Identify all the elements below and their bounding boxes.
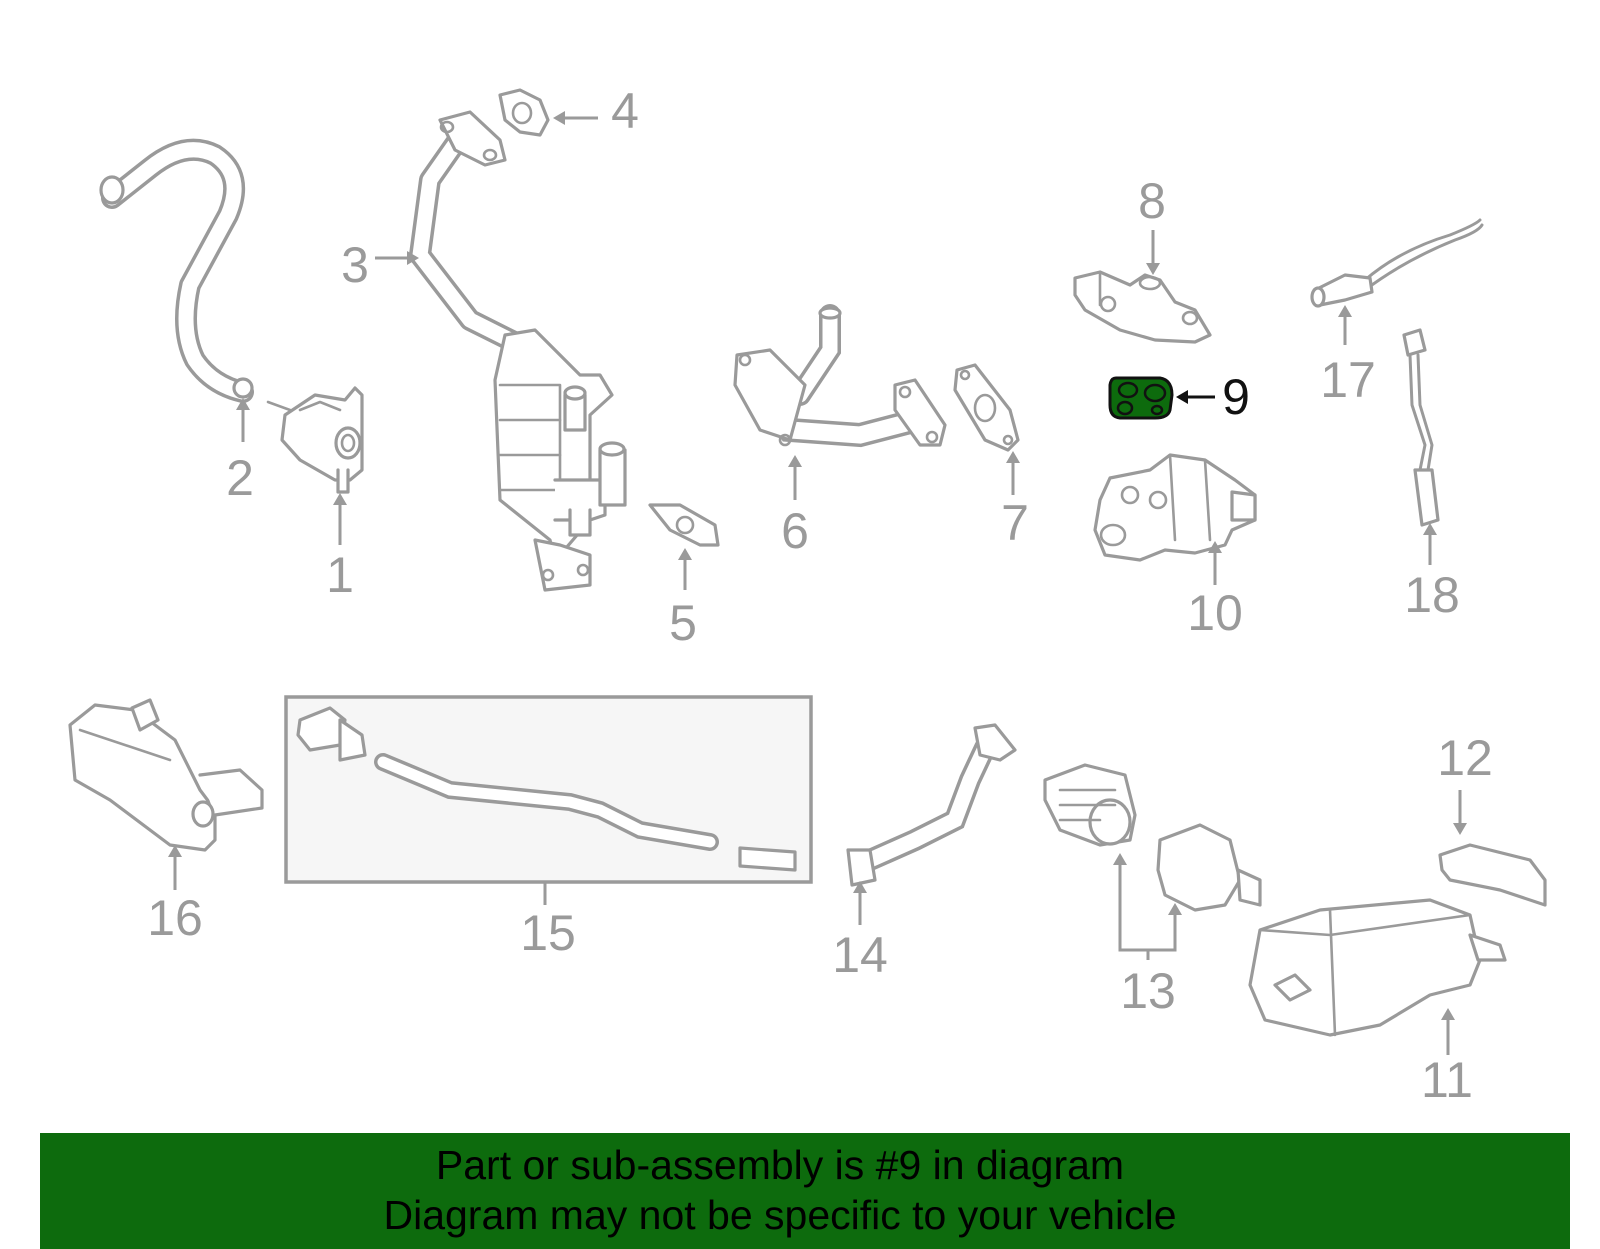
part-13-solenoids[interactable] bbox=[1043, 763, 1262, 912]
svg-text:14: 14 bbox=[832, 927, 888, 983]
part-8-bracket[interactable] bbox=[1073, 270, 1212, 344]
callout-5: 5 bbox=[669, 548, 697, 651]
callout-2: 2 bbox=[226, 398, 254, 506]
part-4-gasket[interactable] bbox=[498, 88, 550, 137]
part-15-hose-kit[interactable] bbox=[284, 695, 813, 884]
svg-text:10: 10 bbox=[1187, 585, 1243, 641]
part-6-pipe[interactable] bbox=[733, 304, 947, 448]
part-3-egr-cooler[interactable] bbox=[409, 110, 627, 592]
svg-text:9: 9 bbox=[1222, 369, 1250, 425]
svg-text:12: 12 bbox=[1437, 730, 1493, 786]
svg-text:6: 6 bbox=[781, 503, 809, 559]
part-1-valve[interactable] bbox=[266, 386, 364, 494]
svg-text:7: 7 bbox=[1001, 495, 1029, 551]
svg-text:3: 3 bbox=[341, 237, 369, 293]
callout-8: 8 bbox=[1138, 173, 1166, 275]
part-12-bracket[interactable] bbox=[1438, 843, 1547, 907]
svg-text:2: 2 bbox=[226, 450, 254, 506]
callout-3: 3 bbox=[341, 237, 419, 293]
callout-1: 1 bbox=[326, 493, 354, 603]
callout-12: 12 bbox=[1437, 730, 1493, 835]
callout-14: 14 bbox=[832, 881, 888, 983]
svg-text:5: 5 bbox=[669, 595, 697, 651]
part-16-canister[interactable] bbox=[68, 698, 264, 852]
part-17-sensor[interactable] bbox=[1310, 218, 1484, 308]
svg-text:16: 16 bbox=[147, 890, 203, 946]
part-18-sensor[interactable] bbox=[1402, 328, 1440, 527]
part-11-canister[interactable] bbox=[1248, 898, 1507, 1037]
callout-7: 7 bbox=[1001, 451, 1029, 551]
callout-18: 18 bbox=[1404, 523, 1460, 623]
svg-text:13: 13 bbox=[1120, 963, 1176, 1019]
svg-text:17: 17 bbox=[1320, 352, 1376, 408]
svg-text:11: 11 bbox=[1421, 1052, 1473, 1108]
svg-text:1: 1 bbox=[326, 547, 354, 603]
callout-9: 9 bbox=[1176, 369, 1250, 425]
callout-11: 11 bbox=[1421, 1008, 1473, 1108]
footer-banner: Part or sub-assembly is #9 in diagram Di… bbox=[40, 1133, 1570, 1249]
svg-text:4: 4 bbox=[611, 83, 639, 139]
part-2-hose[interactable] bbox=[99, 138, 254, 403]
callout-10: 10 bbox=[1187, 541, 1243, 641]
part-10-egr-valve[interactable] bbox=[1093, 453, 1257, 562]
footer-disclaimer: Diagram may not be specific to your vehi… bbox=[383, 1192, 1177, 1238]
callout-17: 17 bbox=[1320, 305, 1376, 408]
part-14-hose[interactable] bbox=[846, 723, 1017, 887]
svg-text:8: 8 bbox=[1138, 173, 1166, 229]
callout-16: 16 bbox=[147, 845, 203, 946]
part-7-gasket[interactable] bbox=[953, 363, 1020, 452]
callout-4: 4 bbox=[553, 83, 639, 139]
svg-text:15: 15 bbox=[520, 905, 576, 961]
svg-text:18: 18 bbox=[1404, 567, 1460, 623]
footer-part-note: Part or sub-assembly is #9 in diagram bbox=[435, 1142, 1125, 1188]
callout-6: 6 bbox=[781, 455, 809, 559]
callout-15: 15 bbox=[520, 882, 576, 961]
callout-13: 13 bbox=[1113, 853, 1182, 1019]
part-5-gasket[interactable] bbox=[648, 503, 720, 547]
part-9-gasket-highlighted[interactable] bbox=[1108, 376, 1174, 420]
